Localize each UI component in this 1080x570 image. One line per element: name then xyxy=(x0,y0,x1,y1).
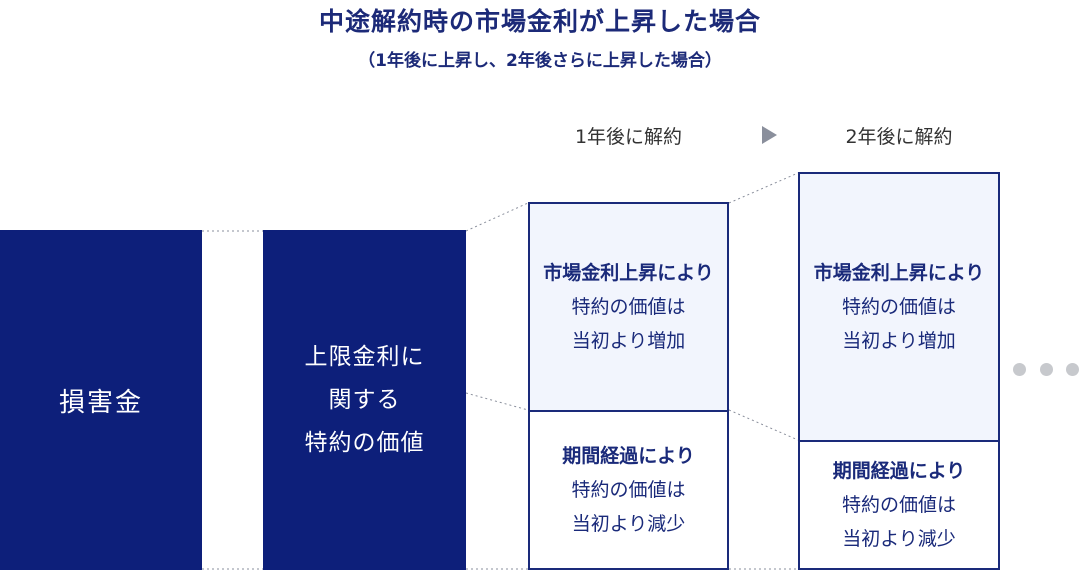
right-arrow-icon xyxy=(762,126,777,144)
page-subtitle: （1年後に上昇し、2年後さらに上昇した場合） xyxy=(358,51,722,71)
year2-increase-line-2: 特約の価値は xyxy=(841,296,956,318)
year1-decrease-line-1: 期間経過により xyxy=(562,445,695,467)
continuation-dot-icon xyxy=(1066,363,1079,376)
year2-increase-line-3: 当初より増加 xyxy=(842,330,956,352)
year2-decrease-line-2: 特約の価値は xyxy=(841,494,956,516)
connector-y1-to-y2-top xyxy=(728,172,799,204)
column-header-year1: 1年後に解約 xyxy=(574,126,683,148)
year1-decrease-line-2: 特約の価値は xyxy=(571,479,686,501)
year2-decrease-line-3: 当初より減少 xyxy=(842,528,956,550)
damages-block: 損害金 xyxy=(0,230,202,570)
cap-value-line-2: 関する xyxy=(328,386,401,413)
damages-label: 損害金 xyxy=(58,387,143,418)
continuation-dot-icon xyxy=(1040,363,1053,376)
connector-y1-to-y2-mid xyxy=(728,409,799,441)
column-header-year2: 2年後に解約 xyxy=(845,126,953,148)
year2-increase-box: 市場金利上昇により 特約の価値は 当初より増加 xyxy=(798,172,1000,442)
connector-cap-to-y1-top xyxy=(465,202,529,232)
year1-decrease-line-3: 当初より減少 xyxy=(571,513,686,535)
year2-decrease-line-1: 期間経過により xyxy=(832,460,966,482)
page-title: 中途解約時の市場金利が上昇した場合 xyxy=(318,7,761,36)
year1-increase-line-1: 市場金利上昇により xyxy=(543,262,714,284)
year1-increase-line-3: 当初より増加 xyxy=(571,330,686,352)
year2-decrease-box: 期間経過により 特約の価値は 当初より減少 xyxy=(798,440,1000,570)
year1-increase-box: 市場金利上昇により 特約の価値は 当初より増加 xyxy=(528,202,729,412)
year2-increase-line-1: 市場金利上昇により xyxy=(813,262,985,284)
cap-value-line-1: 上限金利に xyxy=(304,343,425,370)
year1-increase-line-2: 特約の価値は xyxy=(571,296,686,318)
year1-decrease-box: 期間経過により 特約の価値は 当初より減少 xyxy=(528,410,729,570)
cap-value-line-3: 特約の価値 xyxy=(304,429,425,456)
cap-value-block: 上限金利に 関する 特約の価値 xyxy=(263,230,466,570)
connector-cap-to-y1-mid xyxy=(465,392,529,411)
continuation-dot-icon xyxy=(1013,363,1026,376)
